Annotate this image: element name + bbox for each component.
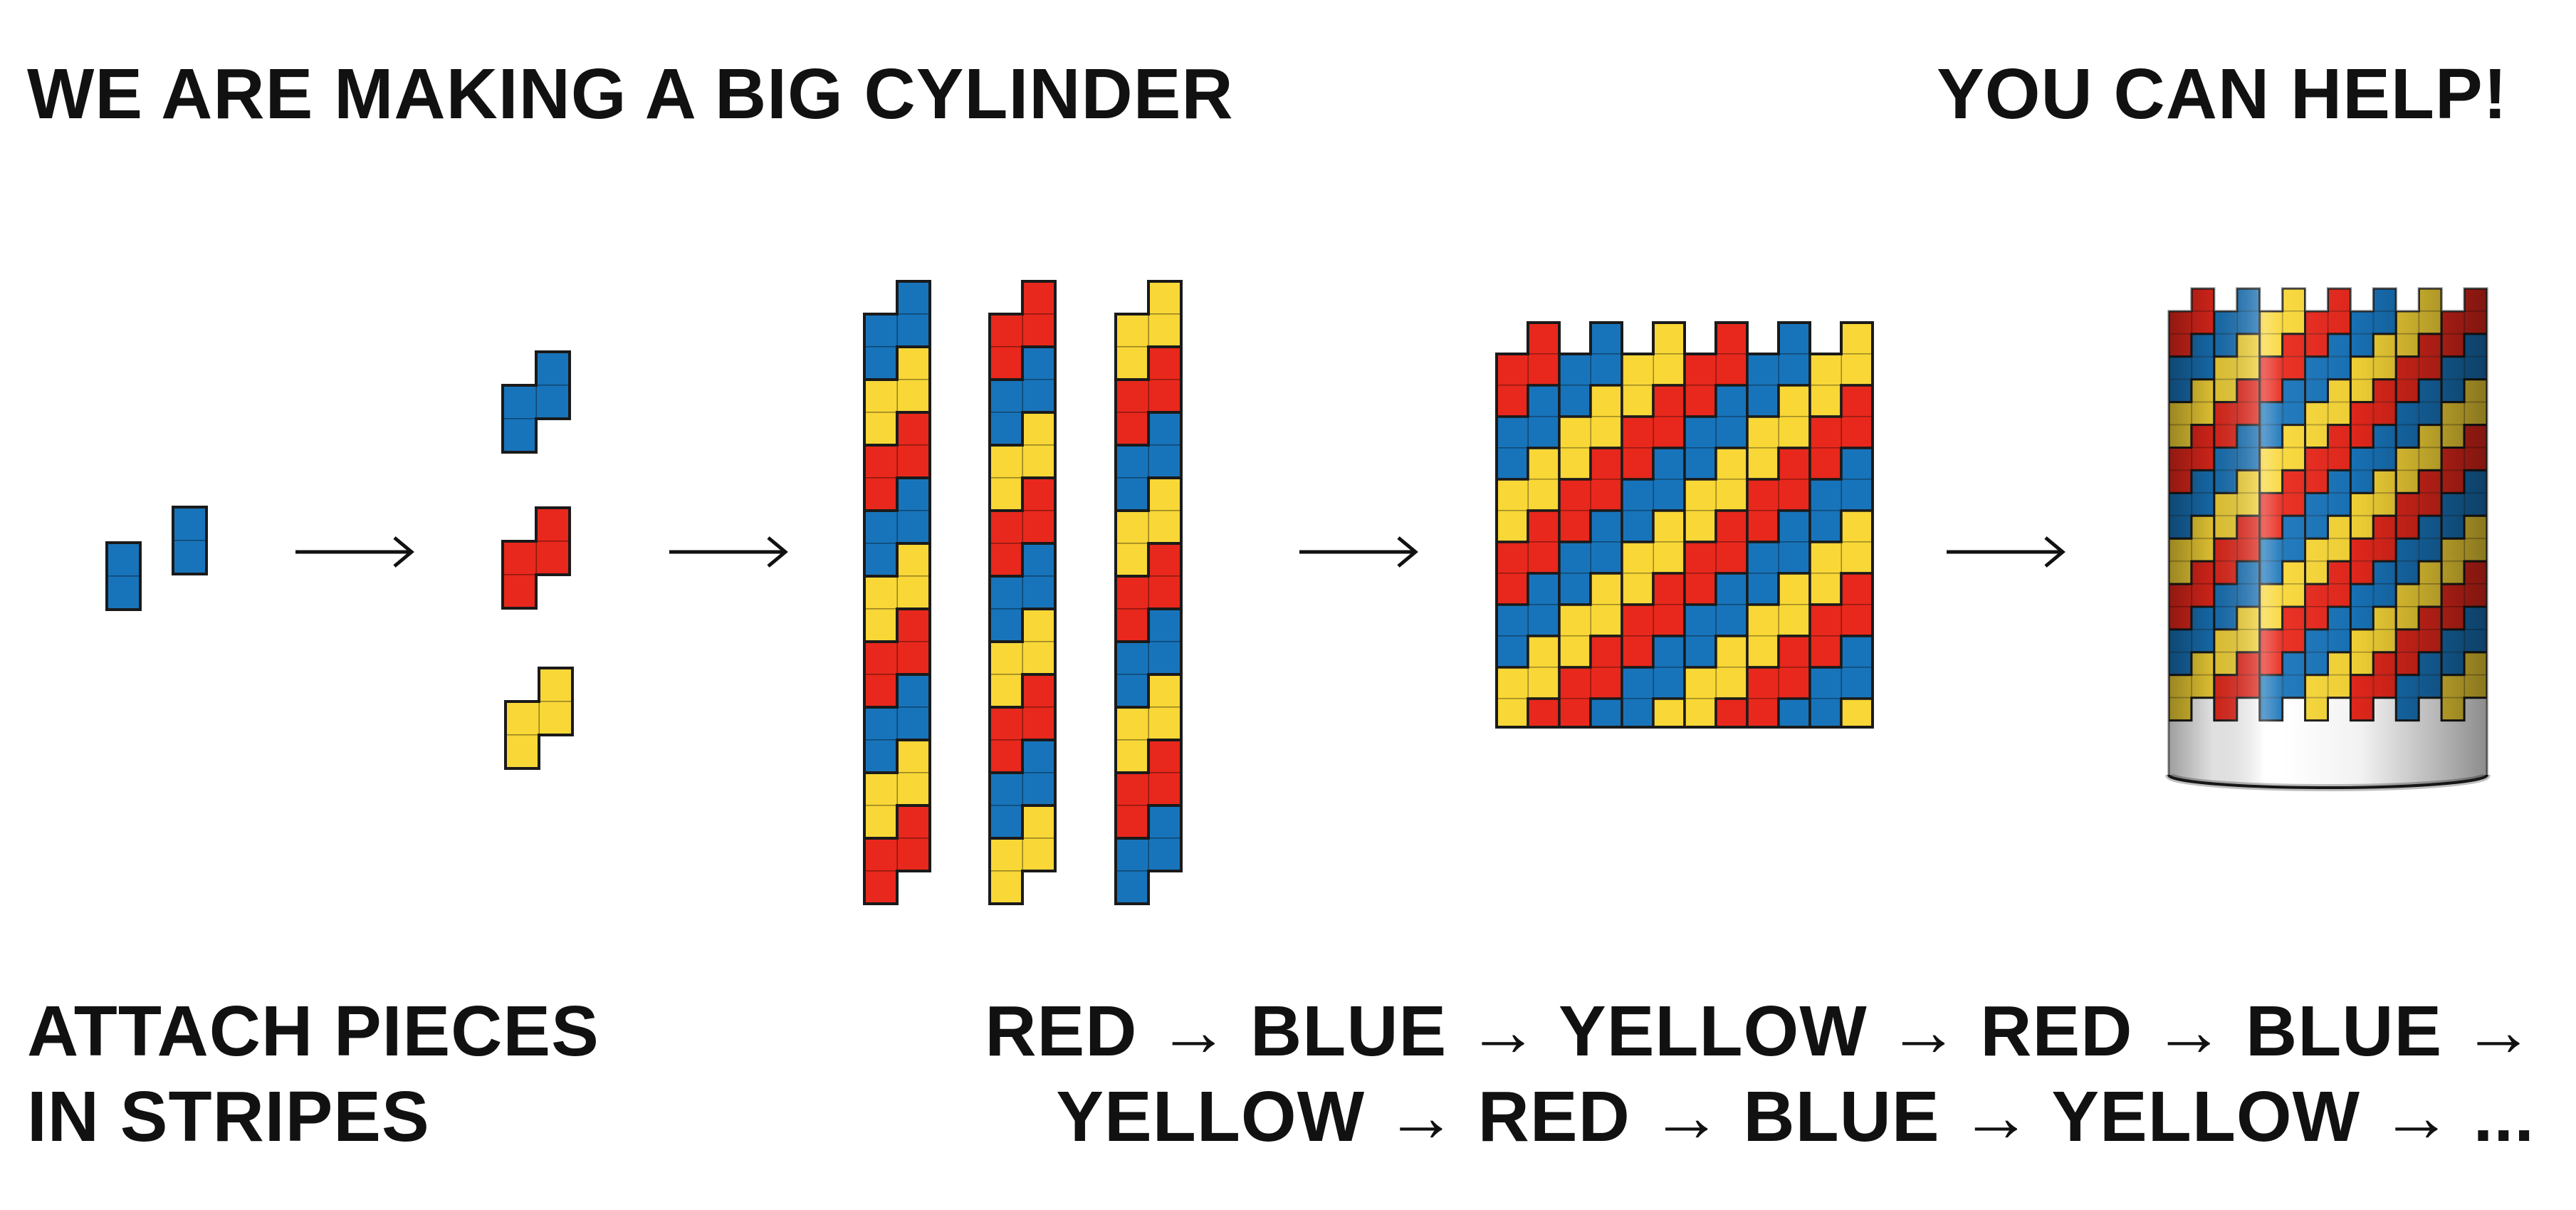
right-arrow-icon	[1299, 536, 1418, 568]
stripe-piece-icon	[1114, 280, 1183, 381]
stripe-piece-icon	[988, 345, 1057, 447]
stripe-piece-icon	[863, 673, 931, 774]
stripe-piece-icon	[1114, 411, 1183, 512]
right-arrow-icon	[295, 536, 414, 568]
stripe-blue-start	[863, 280, 931, 905]
title-right: YOU CAN HELP!	[1937, 54, 2508, 134]
color-sequence: RED → BLUE → YELLOW → RED → BLUE → YELLO…	[985, 989, 2535, 1159]
step-loose-cells	[105, 506, 208, 611]
stripe-piece-icon	[863, 280, 931, 381]
stripe-piece-icon	[988, 673, 1057, 774]
blue-piece-icon	[501, 350, 571, 454]
blue-domino-icon	[105, 541, 142, 611]
right-arrow-icon	[1947, 536, 2065, 568]
stripe-piece-icon	[863, 411, 931, 512]
stripe-piece-icon	[863, 345, 931, 447]
title-left: WE ARE MAKING A BIG CYLINDER	[27, 54, 1234, 134]
stripe-piece-icon	[1114, 542, 1183, 643]
instruction-text: ATTACH PIECES IN STRIPES	[27, 989, 600, 1159]
stripe-piece-icon	[1114, 739, 1183, 840]
flat-sheet	[1495, 321, 1874, 729]
stripe-piece-icon	[1114, 607, 1183, 709]
stripe-piece-icon	[1114, 476, 1183, 578]
stripe-piece-icon	[988, 739, 1057, 840]
stripe-yellow-start	[1114, 280, 1183, 905]
stripe-piece-icon	[988, 804, 1057, 905]
blue-domino-icon	[172, 506, 208, 575]
instruction-line-1: ATTACH PIECES	[27, 991, 600, 1071]
yellow-piece-icon	[504, 667, 574, 770]
stripe-piece-icon	[863, 542, 931, 643]
stripe-red-start	[988, 280, 1057, 905]
stripe-piece-icon	[1114, 345, 1183, 447]
sequence-line-1: RED → BLUE → YELLOW → RED → BLUE →	[985, 991, 2535, 1071]
red-piece-icon	[501, 506, 571, 610]
cylinder-icon	[2165, 287, 2491, 791]
stripe-piece-icon	[1114, 804, 1183, 905]
sequence-line-2: YELLOW → RED → BLUE → YELLOW → ...	[1056, 1077, 2535, 1157]
right-arrow-icon	[669, 536, 788, 568]
stripe-piece-icon	[863, 804, 931, 905]
instruction-line-2: IN STRIPES	[27, 1077, 430, 1157]
stripe-piece-icon	[988, 607, 1057, 709]
step-single-pieces	[501, 350, 574, 770]
